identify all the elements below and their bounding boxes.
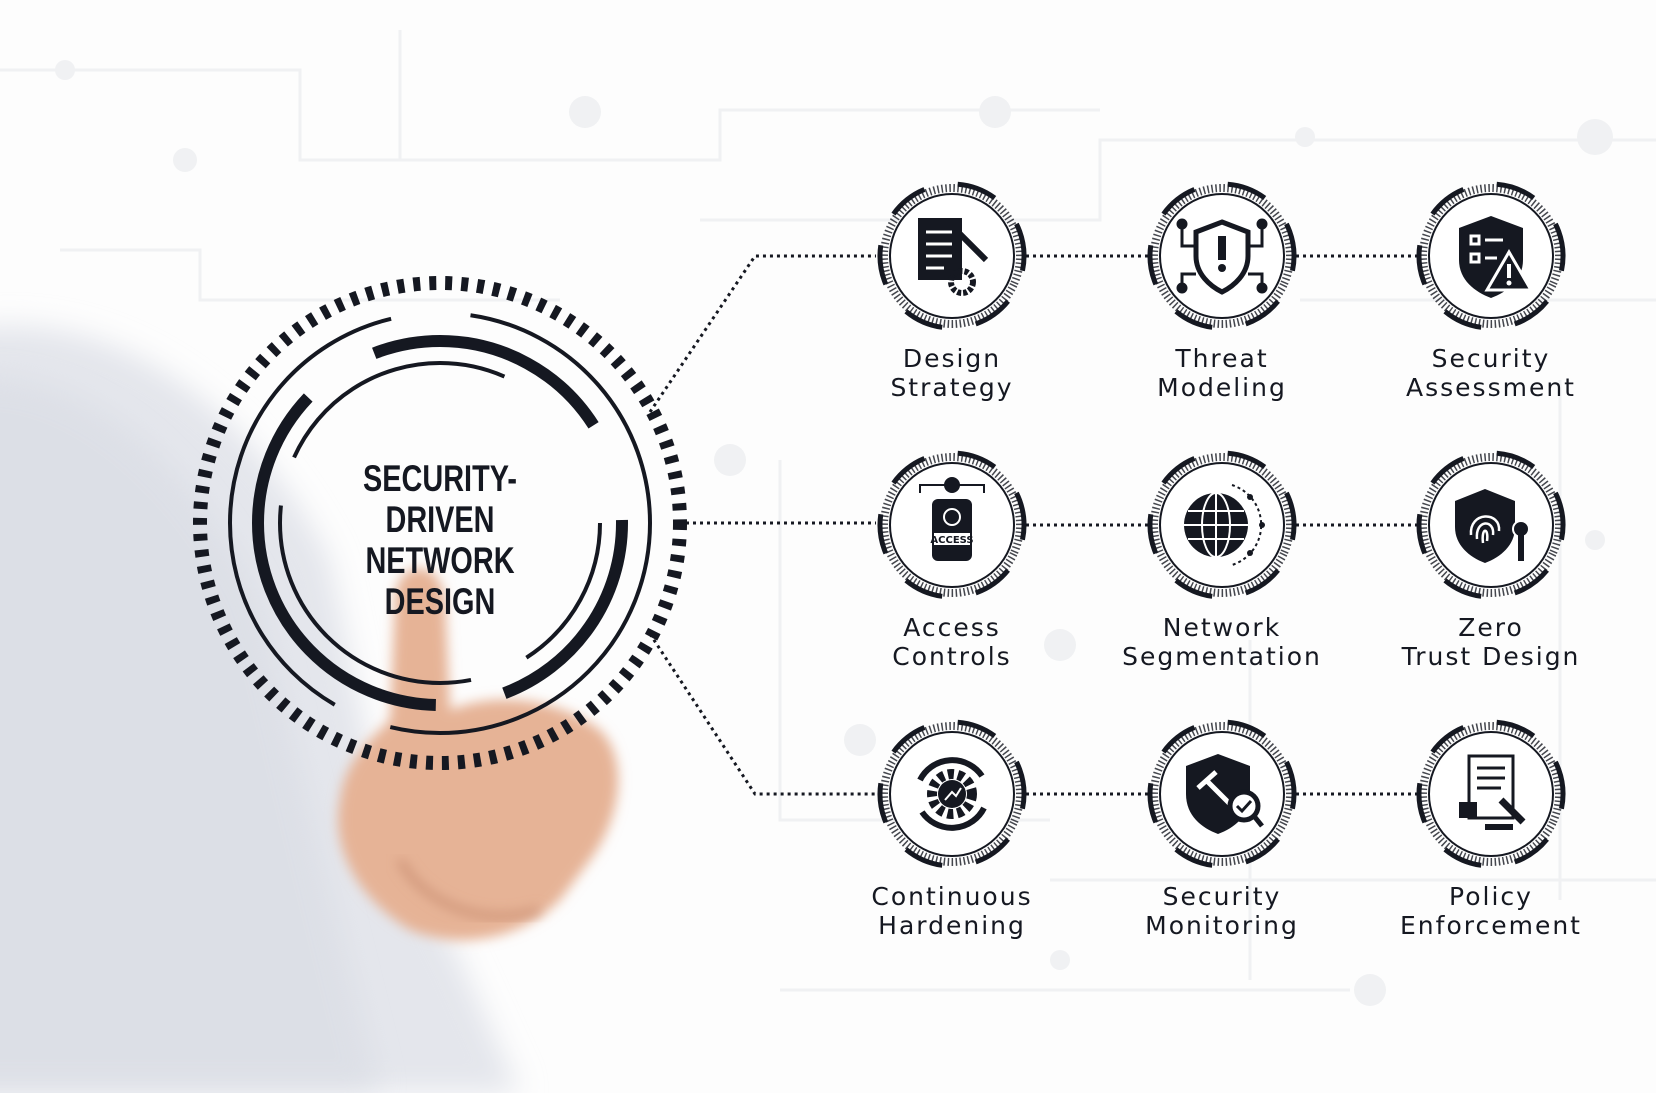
label-line: Trust Design bbox=[1401, 642, 1581, 671]
svg-text:ACCESS: ACCESS bbox=[930, 535, 973, 546]
label-line: Policy bbox=[1449, 882, 1533, 911]
label-line: Design bbox=[902, 344, 1002, 373]
node-shield-checklist-warning bbox=[1416, 181, 1566, 331]
label-line: Security bbox=[1431, 344, 1551, 373]
label-line: Modeling bbox=[1157, 373, 1287, 402]
label-line: Security bbox=[1162, 882, 1282, 911]
title-line: DRIVEN NETWORK bbox=[365, 499, 515, 581]
node-policy-gavel bbox=[1416, 719, 1566, 869]
access-badge-icon: ACCESS bbox=[919, 477, 985, 561]
node-access-badge: ACCESS bbox=[877, 450, 1027, 600]
shield-circuit-alert-icon bbox=[1176, 218, 1268, 295]
label-line: Controls bbox=[892, 642, 1012, 671]
shield-magnifier-icon bbox=[1186, 754, 1264, 834]
label-line: Monitoring bbox=[1145, 911, 1299, 940]
label-line: Continuous bbox=[871, 882, 1033, 911]
label-line: Segmentation bbox=[1122, 642, 1322, 671]
circuit-nodes bbox=[55, 60, 1613, 1006]
central-title: SECURITY- DRIVEN NETWORK DESIGN bbox=[323, 458, 557, 622]
document-gear-icon bbox=[918, 218, 989, 296]
hand-photo bbox=[0, 325, 619, 1093]
node-fingerprint-shield-key bbox=[1416, 450, 1566, 600]
connector-lines bbox=[648, 254, 1417, 796]
node-gear-cycle bbox=[877, 719, 1027, 869]
fingerprint-shield-key-icon bbox=[1455, 489, 1530, 563]
node-document-gear bbox=[877, 181, 1027, 331]
label-line: Strategy bbox=[890, 373, 1014, 402]
label-line: Assessment bbox=[1406, 373, 1576, 402]
node-shield-magnifier bbox=[1147, 719, 1297, 869]
circuit-background bbox=[0, 30, 1656, 992]
label-line: Access bbox=[903, 613, 1001, 642]
title-line: DESIGN bbox=[384, 581, 496, 622]
label-line: Threat bbox=[1175, 344, 1269, 373]
node-globe-network bbox=[1147, 450, 1297, 600]
node-shield-circuit-alert bbox=[1147, 181, 1297, 331]
globe-network-icon bbox=[1184, 484, 1265, 566]
label-line: Zero bbox=[1458, 613, 1524, 642]
central-ring bbox=[193, 276, 687, 770]
label-line: Hardening bbox=[878, 911, 1026, 940]
shield-checklist-warning-icon bbox=[1459, 216, 1534, 298]
policy-gavel-icon bbox=[1459, 754, 1526, 830]
label-line: Enforcement bbox=[1400, 911, 1582, 940]
gear-cycle-icon bbox=[917, 757, 987, 831]
title-line: SECURITY- bbox=[363, 458, 517, 499]
label-line: Network bbox=[1162, 613, 1282, 642]
